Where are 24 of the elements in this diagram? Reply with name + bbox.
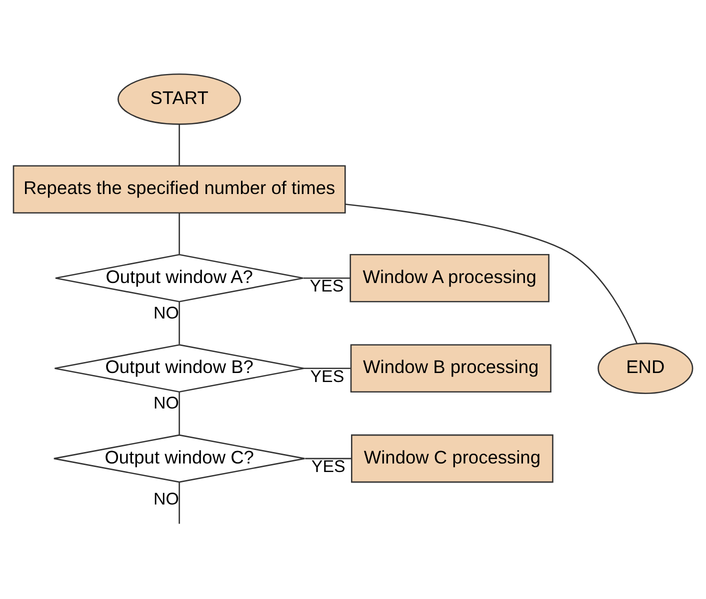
edge-label: YES xyxy=(310,366,344,386)
edge-label: YES xyxy=(311,457,346,476)
connector xyxy=(305,458,352,460)
node-diamond: Output window B? xyxy=(54,344,305,393)
connector xyxy=(345,204,638,344)
node-diamond: Output window C? xyxy=(53,434,306,483)
connector xyxy=(178,302,180,344)
node-ellipse: START xyxy=(118,73,242,125)
edge-label: NO xyxy=(154,489,179,508)
node-box: Window A processing xyxy=(350,254,550,302)
connector xyxy=(178,392,180,434)
edge-label: NO xyxy=(154,303,179,322)
node-diamond: Output window A? xyxy=(54,254,304,302)
edge-label: NO xyxy=(154,394,179,413)
node-ellipse: END xyxy=(598,342,694,394)
connector xyxy=(303,278,350,279)
node-box: Window C processing xyxy=(351,434,554,483)
connector xyxy=(178,482,180,524)
connector xyxy=(178,213,180,254)
connector xyxy=(178,124,180,166)
edge-label: YES xyxy=(310,276,344,296)
connector xyxy=(304,368,350,369)
node-box: Window B processing xyxy=(350,344,552,392)
node-box: Repeats the specified number of times xyxy=(12,165,346,214)
